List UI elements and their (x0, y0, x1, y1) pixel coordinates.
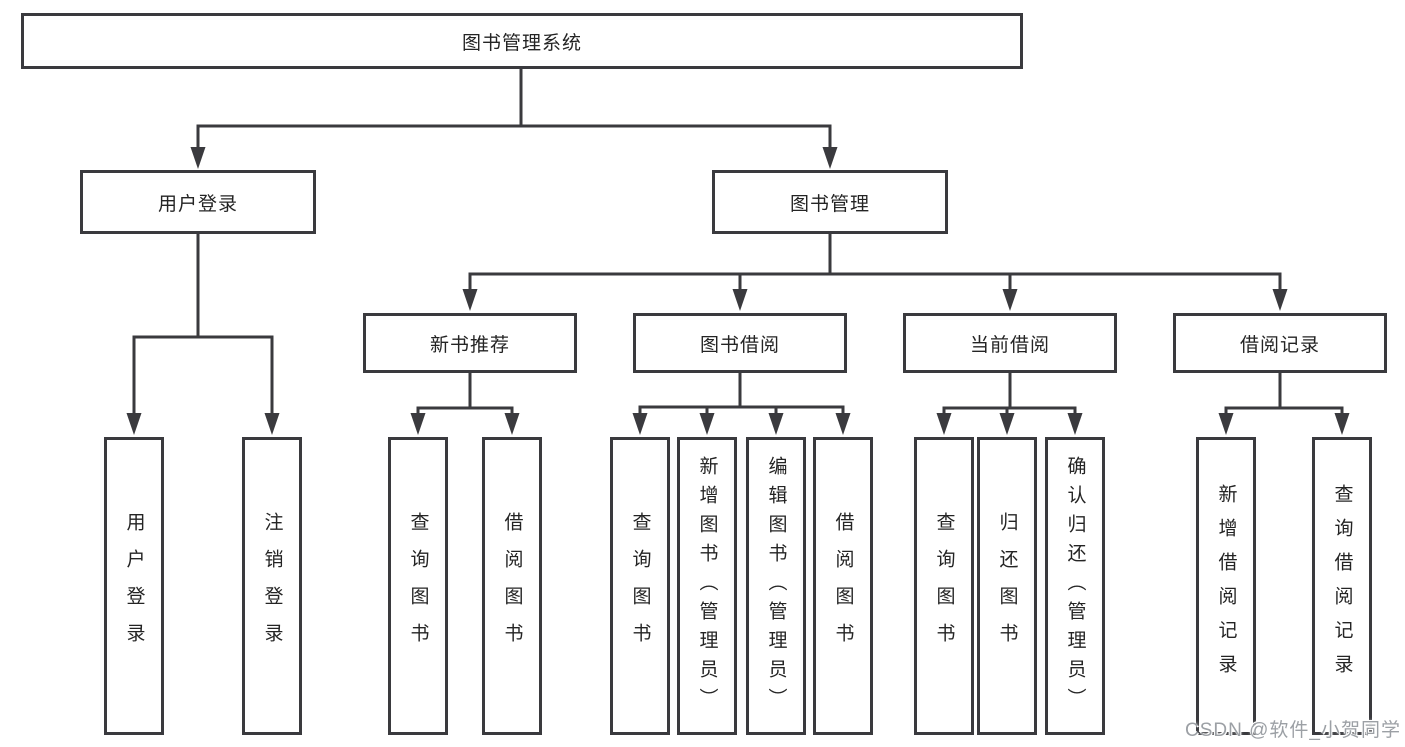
leaf-label: 注销登录 (261, 512, 283, 660)
leaf-label: 用户登录 (123, 512, 145, 660)
node-label: 当前借阅 (969, 334, 1050, 356)
leaf-query-books-current: 查询图书 (914, 437, 974, 735)
node-label: 新书推荐 (429, 334, 510, 356)
leaf-add-borrow-record: 新增借阅记录 (1196, 437, 1256, 735)
node-label: 图书管理 (789, 193, 870, 215)
leaf-label: 新增借阅记录 (1215, 484, 1237, 688)
leaf-borrow-books: 借阅图书 (813, 437, 873, 735)
arrow-down-icons (126, 147, 1350, 435)
node-label: 用户登录 (157, 193, 238, 215)
leaf-label: 查询图书 (933, 512, 955, 660)
node-borrow-records: 借阅记录 (1173, 313, 1387, 373)
leaf-label: 归还图书 (996, 512, 1018, 660)
node-book-borrow: 图书借阅 (633, 313, 847, 373)
node-label: 借阅记录 (1239, 334, 1320, 356)
leaf-add-books-admin: 新增图书（管理员） (677, 437, 737, 735)
leaf-user-login: 用户登录 (104, 437, 164, 735)
node-label: 图书借阅 (699, 334, 780, 356)
leaf-label: 编辑图书（管理员） (765, 455, 787, 717)
leaf-query-borrow-record: 查询借阅记录 (1312, 437, 1372, 735)
leaf-query-books-recommend: 查询图书 (388, 437, 448, 735)
leaf-label: 借阅图书 (832, 512, 854, 660)
leaf-label: 查询图书 (629, 512, 651, 660)
leaf-logout: 注销登录 (242, 437, 302, 735)
leaf-label: 新增图书（管理员） (696, 455, 718, 717)
leaf-label: 确认归还（管理员） (1064, 455, 1086, 717)
node-book-management: 图书管理 (712, 170, 948, 234)
connector-lines (132, 68, 1344, 414)
leaf-label: 查询借阅记录 (1331, 484, 1353, 688)
leaf-edit-books-admin: 编辑图书（管理员） (746, 437, 806, 735)
leaf-confirm-return-admin: 确认归还（管理员） (1045, 437, 1105, 735)
node-root-system: 图书管理系统 (21, 13, 1023, 69)
node-label: 图书管理系统 (461, 32, 582, 54)
watermark: CSDN @软件_小贺同学 (1185, 720, 1401, 741)
leaf-label: 查询图书 (407, 512, 429, 660)
node-user-login: 用户登录 (80, 170, 316, 234)
node-new-book-recommend: 新书推荐 (363, 313, 577, 373)
leaf-query-books-borrow: 查询图书 (610, 437, 670, 735)
leaf-label: 借阅图书 (501, 512, 523, 660)
leaf-return-books: 归还图书 (977, 437, 1037, 735)
node-current-borrow: 当前借阅 (903, 313, 1117, 373)
leaf-borrow-books-recommend: 借阅图书 (482, 437, 542, 735)
